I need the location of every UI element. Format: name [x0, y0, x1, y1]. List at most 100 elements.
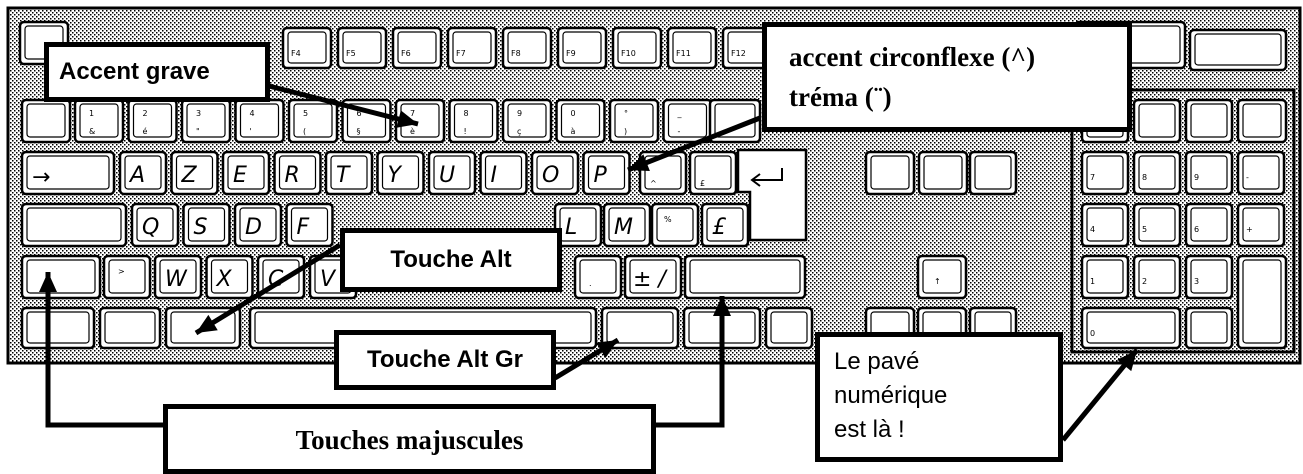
pave-label-line3: est là ! — [834, 416, 905, 443]
key-digit-8: 8! — [448, 98, 499, 144]
key-dollar: £ — [688, 150, 738, 196]
touche-alt-callout: Touche Alt — [340, 228, 562, 292]
arrow-shift-right — [656, 296, 731, 428]
key-ctrl-left — [20, 306, 96, 350]
key-capslock — [20, 202, 128, 248]
key-r: R — [273, 150, 322, 196]
key-a: A — [118, 150, 168, 196]
key-digit-9-text: 9 — [517, 109, 522, 118]
key-r-text: R — [285, 163, 300, 188]
touche-alt-label: Touche Alt — [390, 246, 512, 273]
key-digit-5-text: 5 — [303, 109, 308, 118]
key-y-text: Y — [388, 163, 403, 188]
key-digit-3: 3" — [180, 98, 232, 144]
key-num-4-text: 4 — [1090, 225, 1095, 234]
key-digit-10: 0à — [555, 98, 606, 144]
key-z-text: Z — [181, 163, 198, 188]
key-x-text: X — [216, 267, 233, 292]
key-digit-11-text: ° — [624, 109, 628, 118]
circonflexe-label: accent circonflexe (^) — [789, 42, 1036, 72]
key-m: M — [602, 202, 652, 248]
key-digit-7: 7è — [394, 98, 446, 144]
key-num-2-text: 9 — [1194, 173, 1199, 182]
key-digit-12: _- — [662, 98, 713, 144]
key-num-8-text: 1 — [1090, 277, 1095, 286]
key-f12-text: F12 — [731, 49, 746, 58]
key-i: I — [479, 150, 528, 196]
key-f8-text: F8 — [511, 49, 521, 58]
touches-majuscules-callout: Touches majuscules — [163, 404, 656, 474]
key-q-text: Q — [142, 215, 159, 240]
key-z: Z — [170, 150, 219, 196]
key-pound: £ — [700, 202, 750, 248]
key-f7-text: F7 — [456, 49, 466, 58]
key-digit-5: 5( — [287, 98, 339, 144]
key-digit-1: 1& — [73, 98, 125, 144]
key-num-top-minus — [1236, 98, 1288, 144]
key-digit-2-text: 2 — [143, 109, 148, 118]
trema-label: tréma (¨) — [789, 82, 892, 112]
key-num-7: + — [1236, 202, 1286, 248]
key-digit-10-text: 0 — [571, 109, 576, 118]
arrow-shift-left — [39, 272, 163, 428]
key-num-5: 5 — [1132, 202, 1182, 248]
key-f8: F8 — [501, 26, 553, 70]
pave-numerique-callout: Le pavé numérique est là ! — [815, 332, 1063, 462]
key-w: W — [153, 254, 203, 300]
key-digit-6-lower: § — [357, 127, 361, 136]
key-less-than: > — [102, 254, 152, 300]
key-digit-6-text: 6 — [357, 109, 362, 118]
key-x: X — [205, 254, 254, 300]
key-digit-6: 6§ — [341, 98, 392, 144]
key-t: T — [324, 150, 374, 196]
key-num-mul — [1184, 98, 1234, 144]
key-num-0-text: 7 — [1090, 173, 1095, 182]
key-e-text: E — [233, 163, 247, 188]
key-d-text: D — [245, 215, 262, 240]
numpad-outline — [1070, 88, 1296, 354]
key-q: Q — [130, 202, 180, 248]
key-page-up — [968, 150, 1018, 196]
arrow-pave-numerique — [1061, 348, 1139, 442]
key-o-text: O — [542, 163, 559, 188]
key-arrow-up: ↑ — [916, 254, 968, 300]
key-v-text: V — [320, 267, 337, 292]
key-f6: F6 — [391, 26, 443, 70]
key-l-text: L — [565, 215, 577, 240]
key-digit-1-lower: & — [89, 127, 95, 136]
key-period-text: . — [589, 279, 592, 288]
key-digit-3-text: 3 — [196, 109, 201, 118]
key-digit-2-lower: é — [143, 126, 148, 136]
arrow-touche-alt — [194, 242, 342, 336]
key-percent-text: % — [664, 215, 672, 224]
key-digit-8-text: 8 — [464, 109, 469, 118]
key-digit-3-lower: " — [196, 127, 200, 136]
key-digit-1-text: 1 — [89, 109, 94, 118]
key-w-text: W — [165, 267, 188, 292]
key-e: E — [221, 150, 271, 196]
key-u: U — [427, 150, 477, 196]
key-period: . — [573, 254, 623, 300]
key-arrow-up-text: ↑ — [934, 277, 941, 286]
key-num-8: 1 — [1080, 254, 1130, 300]
key-num-5-text: 5 — [1142, 225, 1147, 234]
key-num-6: 6 — [1184, 202, 1234, 248]
key-digit-7-lower: è — [410, 126, 415, 136]
key-digit-4-text: 4 — [250, 109, 255, 118]
key-f7: F7 — [446, 26, 498, 70]
key-f10-text: F10 — [621, 49, 636, 58]
key-u-text: U — [439, 163, 455, 188]
key-digit-4-lower: ' — [250, 127, 252, 136]
key-f9-text: F9 — [566, 49, 576, 58]
key-num-div — [1132, 98, 1182, 144]
key-m-text: M — [614, 215, 633, 240]
key-p: P — [582, 150, 631, 196]
key-l: L — [553, 202, 603, 248]
key-digit-4: 4' — [234, 98, 285, 144]
key-digit-10-lower: à — [571, 127, 576, 136]
key-num-dot — [1184, 306, 1234, 350]
key-f5: F5 — [336, 26, 388, 70]
key-num-zero-text: 0 — [1090, 329, 1095, 338]
key-i-text: I — [491, 163, 498, 188]
